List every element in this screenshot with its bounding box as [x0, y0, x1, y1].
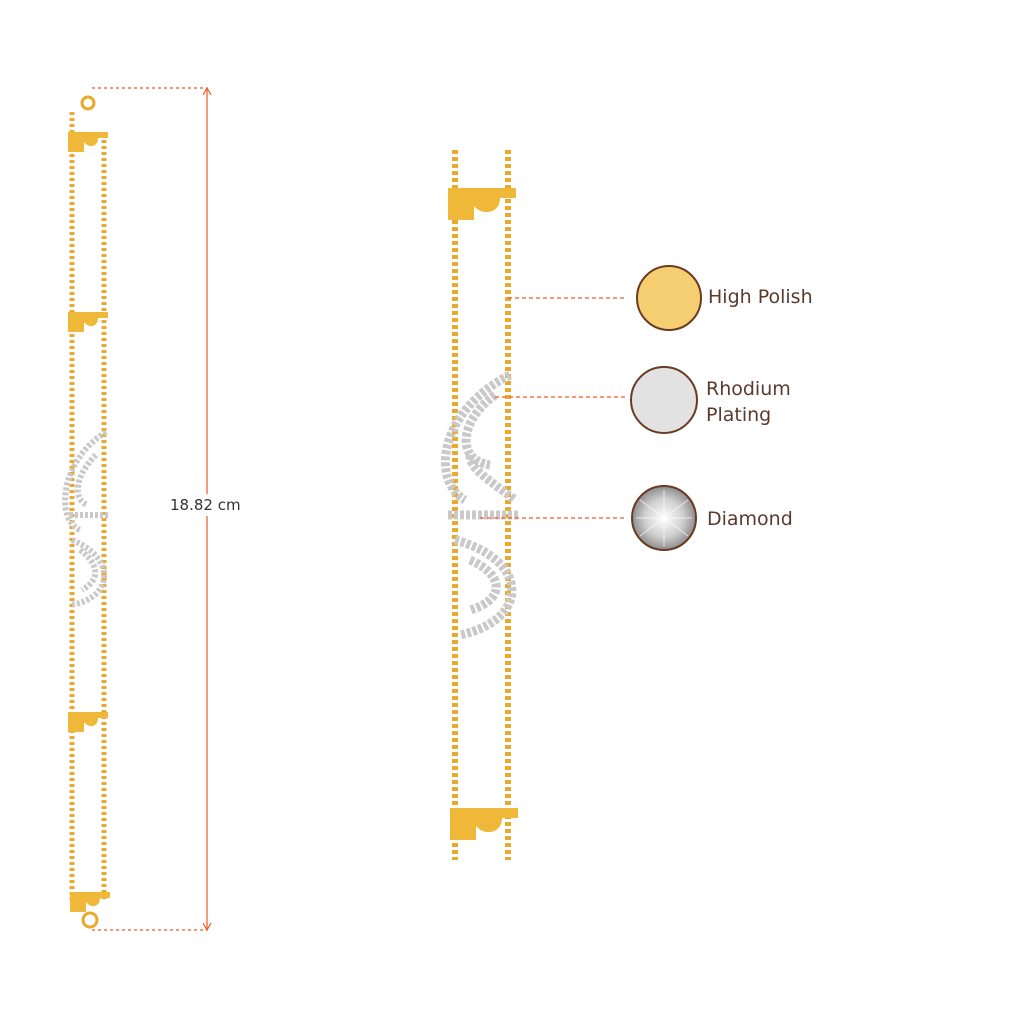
gold-swatch	[636, 265, 702, 331]
material-label-rhodium: Rhodium Plating	[706, 376, 791, 428]
diamond-crescent-detail	[440, 370, 518, 640]
bracelet-full-view	[62, 95, 110, 929]
material-label-high-polish: High Polish	[708, 286, 813, 308]
callout-lines	[480, 297, 625, 519]
end-ring-icon	[81, 911, 99, 929]
material-label-diamond: Diamond	[707, 508, 793, 530]
clasp-icon	[80, 95, 96, 111]
diamond-crescent	[62, 429, 108, 608]
rhodium-line1: Rhodium	[706, 378, 791, 400]
bracelet-detail-view	[440, 150, 518, 860]
diamond-facets	[636, 490, 692, 546]
rhodium-line2: Plating	[706, 404, 772, 426]
length-label: 18.82 cm	[166, 494, 245, 516]
rhodium-swatch	[630, 366, 698, 434]
